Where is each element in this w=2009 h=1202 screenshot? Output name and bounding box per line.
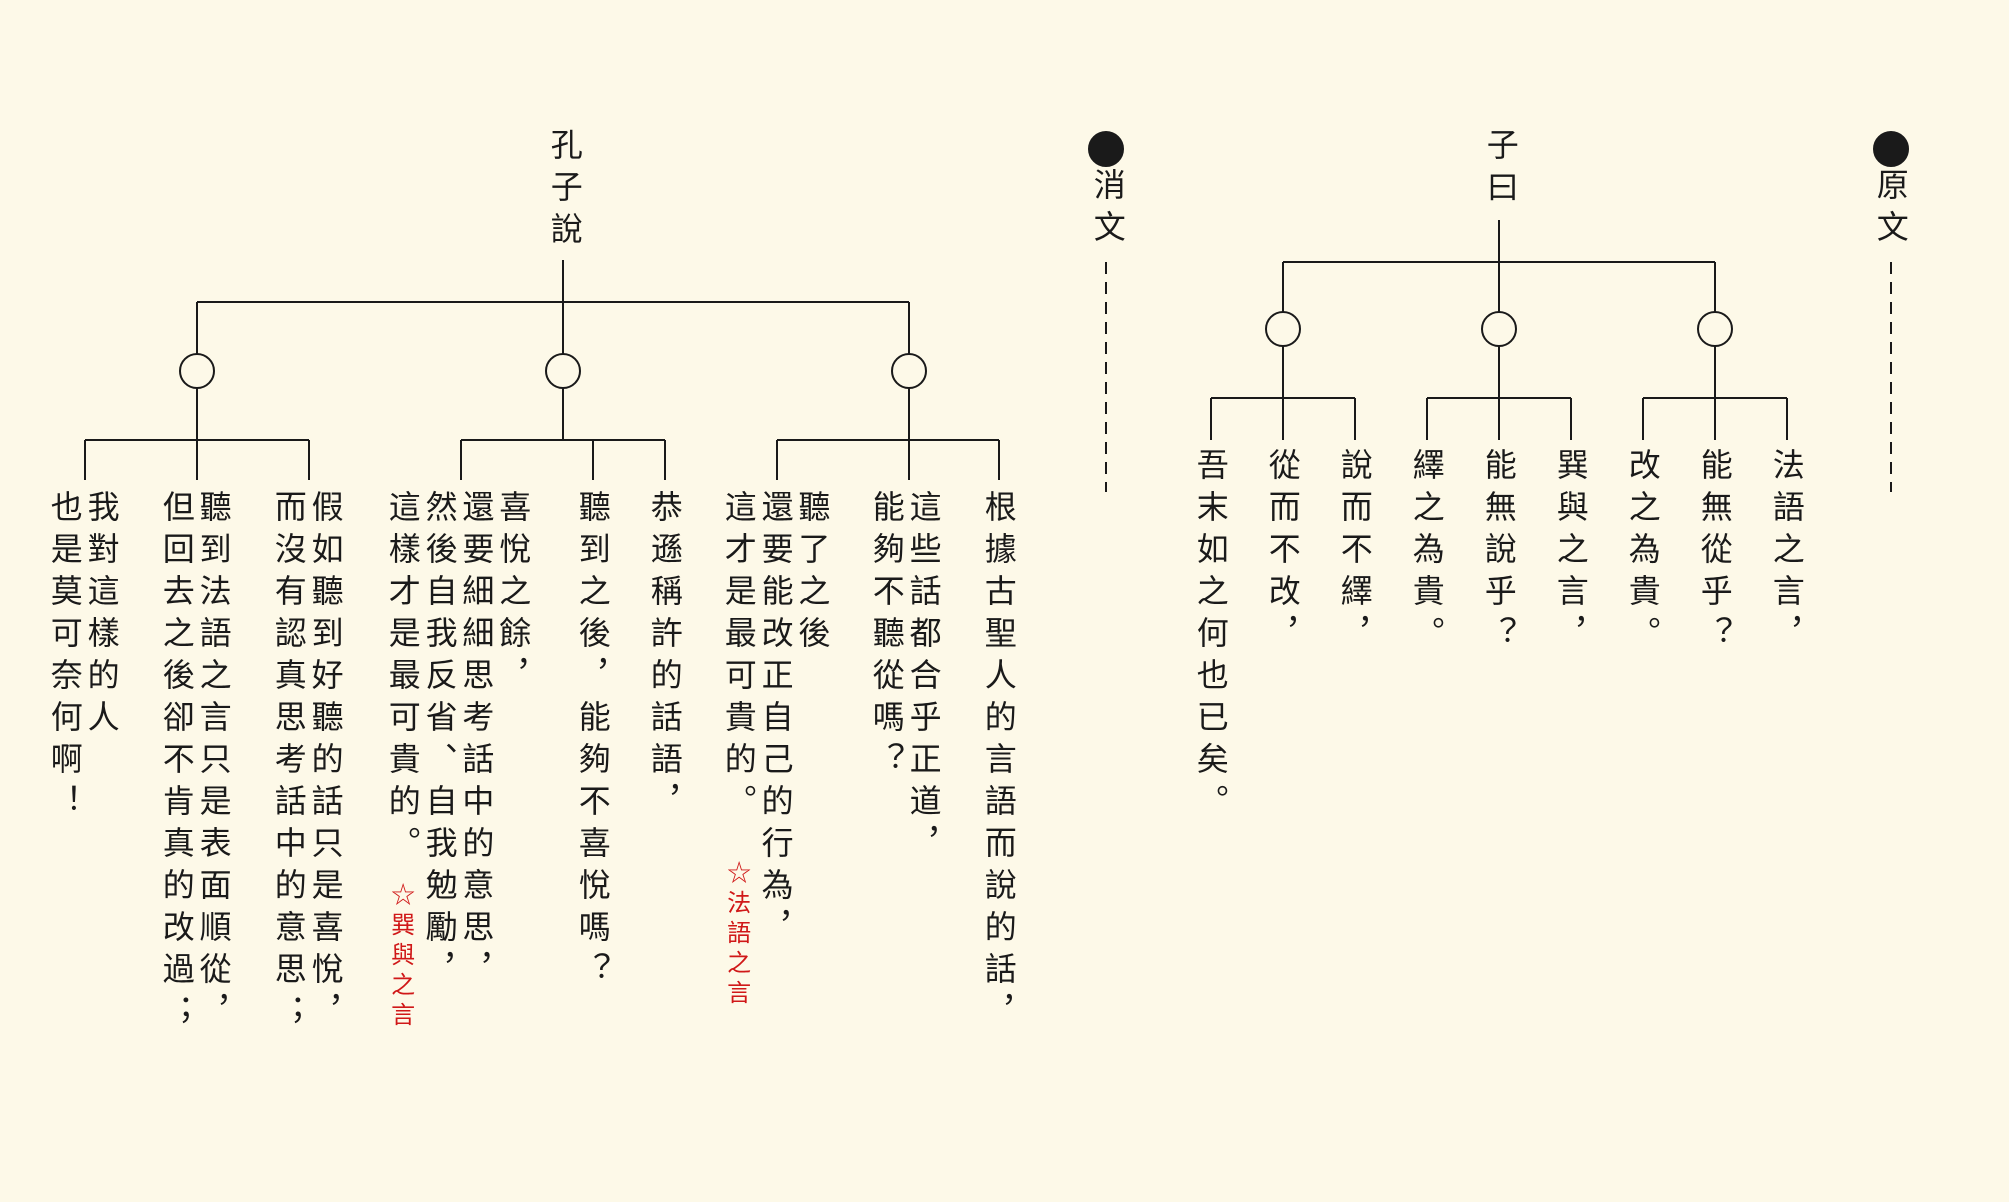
translation-leaf: 恭遜稱許的話語， [645, 490, 684, 826]
original-leaf: 從而不改， [1263, 448, 1302, 658]
translation-leaf: 聽到法語之言只是表面順從， 但回去之後卻不肯真的改過； [157, 490, 233, 1036]
note-xunyu: ☆巽與之言 [386, 882, 415, 1032]
translation-root: 孔子說 [545, 128, 584, 254]
translation-heading: 消文 [1088, 168, 1127, 252]
translation-leaf: 聽到之後，能夠不喜悅嗎？ [573, 490, 612, 994]
original-leaf: 法語之言， [1767, 448, 1806, 658]
original-leaf: 能無說乎？ [1479, 448, 1518, 658]
branch-node [1481, 311, 1517, 347]
branch-node [1697, 311, 1733, 347]
original-root: 子曰 [1481, 128, 1520, 212]
note-fayu: ☆法語之言 [722, 860, 751, 1010]
translation-leaf: 假如聽到好聽的話只是喜悅， 而沒有認真思考話中的意思； [269, 490, 345, 1036]
original-bullet [1873, 131, 1909, 167]
branch-node [179, 353, 215, 389]
translation-leaf: 喜悅之餘， 還要細細思考話中的意思， 然後自我反省、自我勉勵， 這樣才是最可貴的… [383, 490, 533, 994]
branch-node [891, 353, 927, 389]
branch-node [1265, 311, 1301, 347]
translation-leaf: 我對這樣的人 也是莫可奈何啊！ [45, 490, 121, 826]
translation-leaf: 根據古聖人的言語而說的話， [979, 490, 1018, 1036]
translation-leaf: 這些話都合乎正道， 能夠不聽從嗎？ [867, 490, 943, 868]
original-leaf: 吾末如之何也已矣。 [1191, 448, 1230, 826]
original-leaf: 繹之為貴。 [1407, 448, 1446, 658]
branch-node [545, 353, 581, 389]
original-leaf: 巽與之言， [1551, 448, 1590, 658]
original-leaf: 說而不繹， [1335, 448, 1374, 658]
translation-bullet [1088, 131, 1124, 167]
original-heading: 原文 [1871, 168, 1910, 252]
translation-leaf: 聽了之後 還要能改正自己的行為， 這才是最可貴的。 [719, 490, 832, 952]
original-leaf: 能無從乎？ [1695, 448, 1734, 658]
original-leaf: 改之為貴。 [1623, 448, 1662, 658]
